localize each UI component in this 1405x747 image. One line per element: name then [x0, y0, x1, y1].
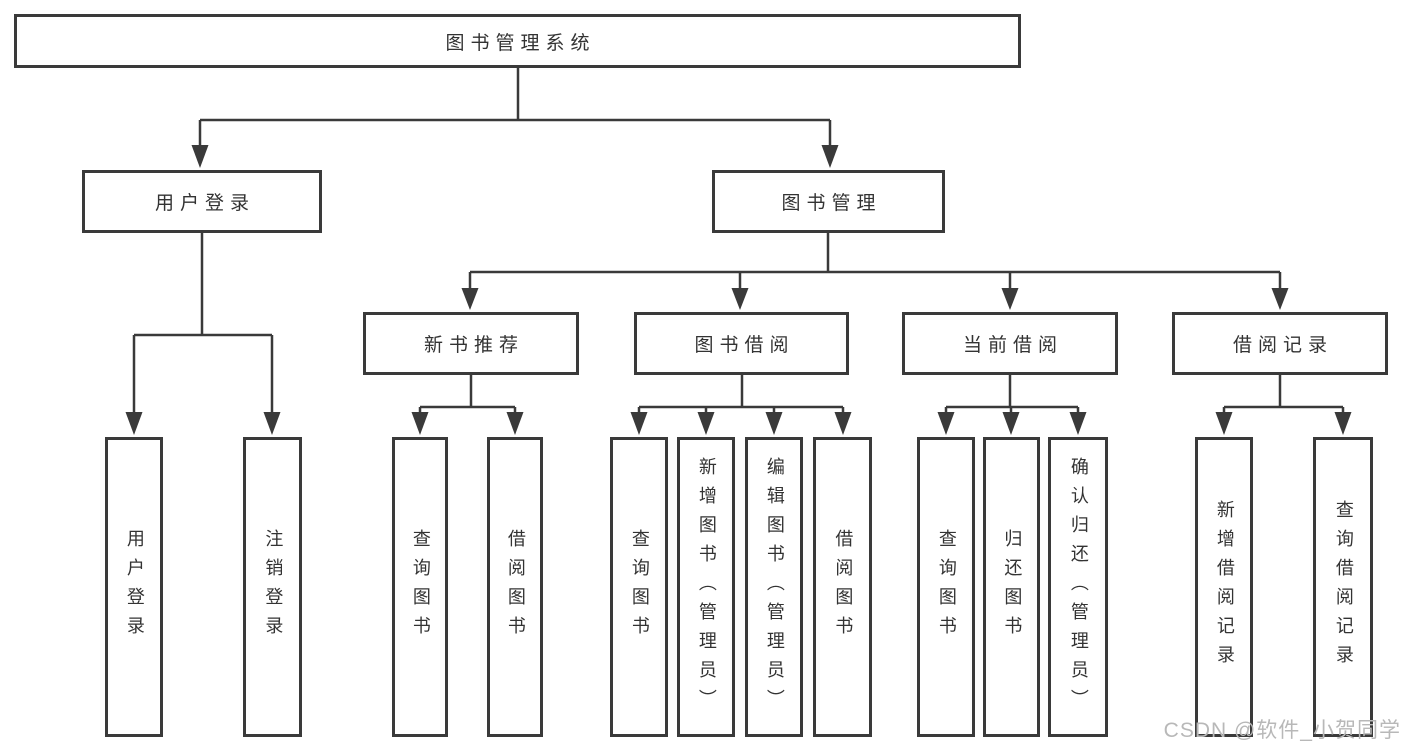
node-cb-return-books: 归还图书: [983, 437, 1040, 737]
node-bb-edit-books-admin: 编辑图书（管理员）: [745, 437, 803, 737]
node-new-book-rec: 新书推荐: [363, 312, 579, 375]
node-br-add-record-label: 新增借阅记录: [1214, 500, 1235, 674]
node-cb-query-books: 查询图书: [917, 437, 975, 737]
node-cb-query-books-label: 查询图书: [936, 529, 957, 645]
node-nbr-borrow-books-label: 借阅图书: [505, 529, 526, 645]
node-current-borrow: 当前借阅: [902, 312, 1118, 375]
node-login-label: 用户登录: [124, 529, 145, 645]
node-bb-add-books-admin: 新增图书（管理员）: [677, 437, 735, 737]
node-bb-add-books-admin-label: 新增图书（管理员）: [696, 456, 717, 718]
node-login: 用户登录: [105, 437, 163, 737]
node-user-login: 用户登录: [82, 170, 322, 233]
node-bb-borrow-books: 借阅图书: [813, 437, 872, 737]
node-cb-return-books-label: 归还图书: [1002, 529, 1023, 645]
node-logout: 注销登录: [243, 437, 302, 737]
node-bb-borrow-books-label: 借阅图书: [833, 529, 854, 645]
node-br-query-record-label: 查询借阅记录: [1333, 500, 1354, 674]
node-bb-query-books-label: 查询图书: [629, 529, 650, 645]
node-bb-edit-books-admin-label: 编辑图书（管理员）: [764, 456, 785, 718]
node-cb-confirm-return-admin: 确认归还（管理员）: [1048, 437, 1108, 737]
node-logout-label: 注销登录: [263, 529, 284, 645]
node-root: 图书管理系统: [14, 14, 1021, 68]
node-cb-confirm-return-admin-label: 确认归还（管理员）: [1068, 456, 1089, 718]
node-book-mgmt: 图书管理: [712, 170, 945, 233]
node-borrow-records: 借阅记录: [1172, 312, 1388, 375]
node-nbr-query-books-label: 查询图书: [410, 529, 431, 645]
node-bb-query-books: 查询图书: [610, 437, 668, 737]
watermark: CSDN @软件_小贺同学: [1163, 719, 1401, 742]
node-nbr-borrow-books: 借阅图书: [487, 437, 543, 737]
node-br-add-record: 新增借阅记录: [1195, 437, 1253, 737]
node-book-borrow: 图书借阅: [634, 312, 849, 375]
node-nbr-query-books: 查询图书: [392, 437, 448, 737]
node-br-query-record: 查询借阅记录: [1313, 437, 1373, 737]
